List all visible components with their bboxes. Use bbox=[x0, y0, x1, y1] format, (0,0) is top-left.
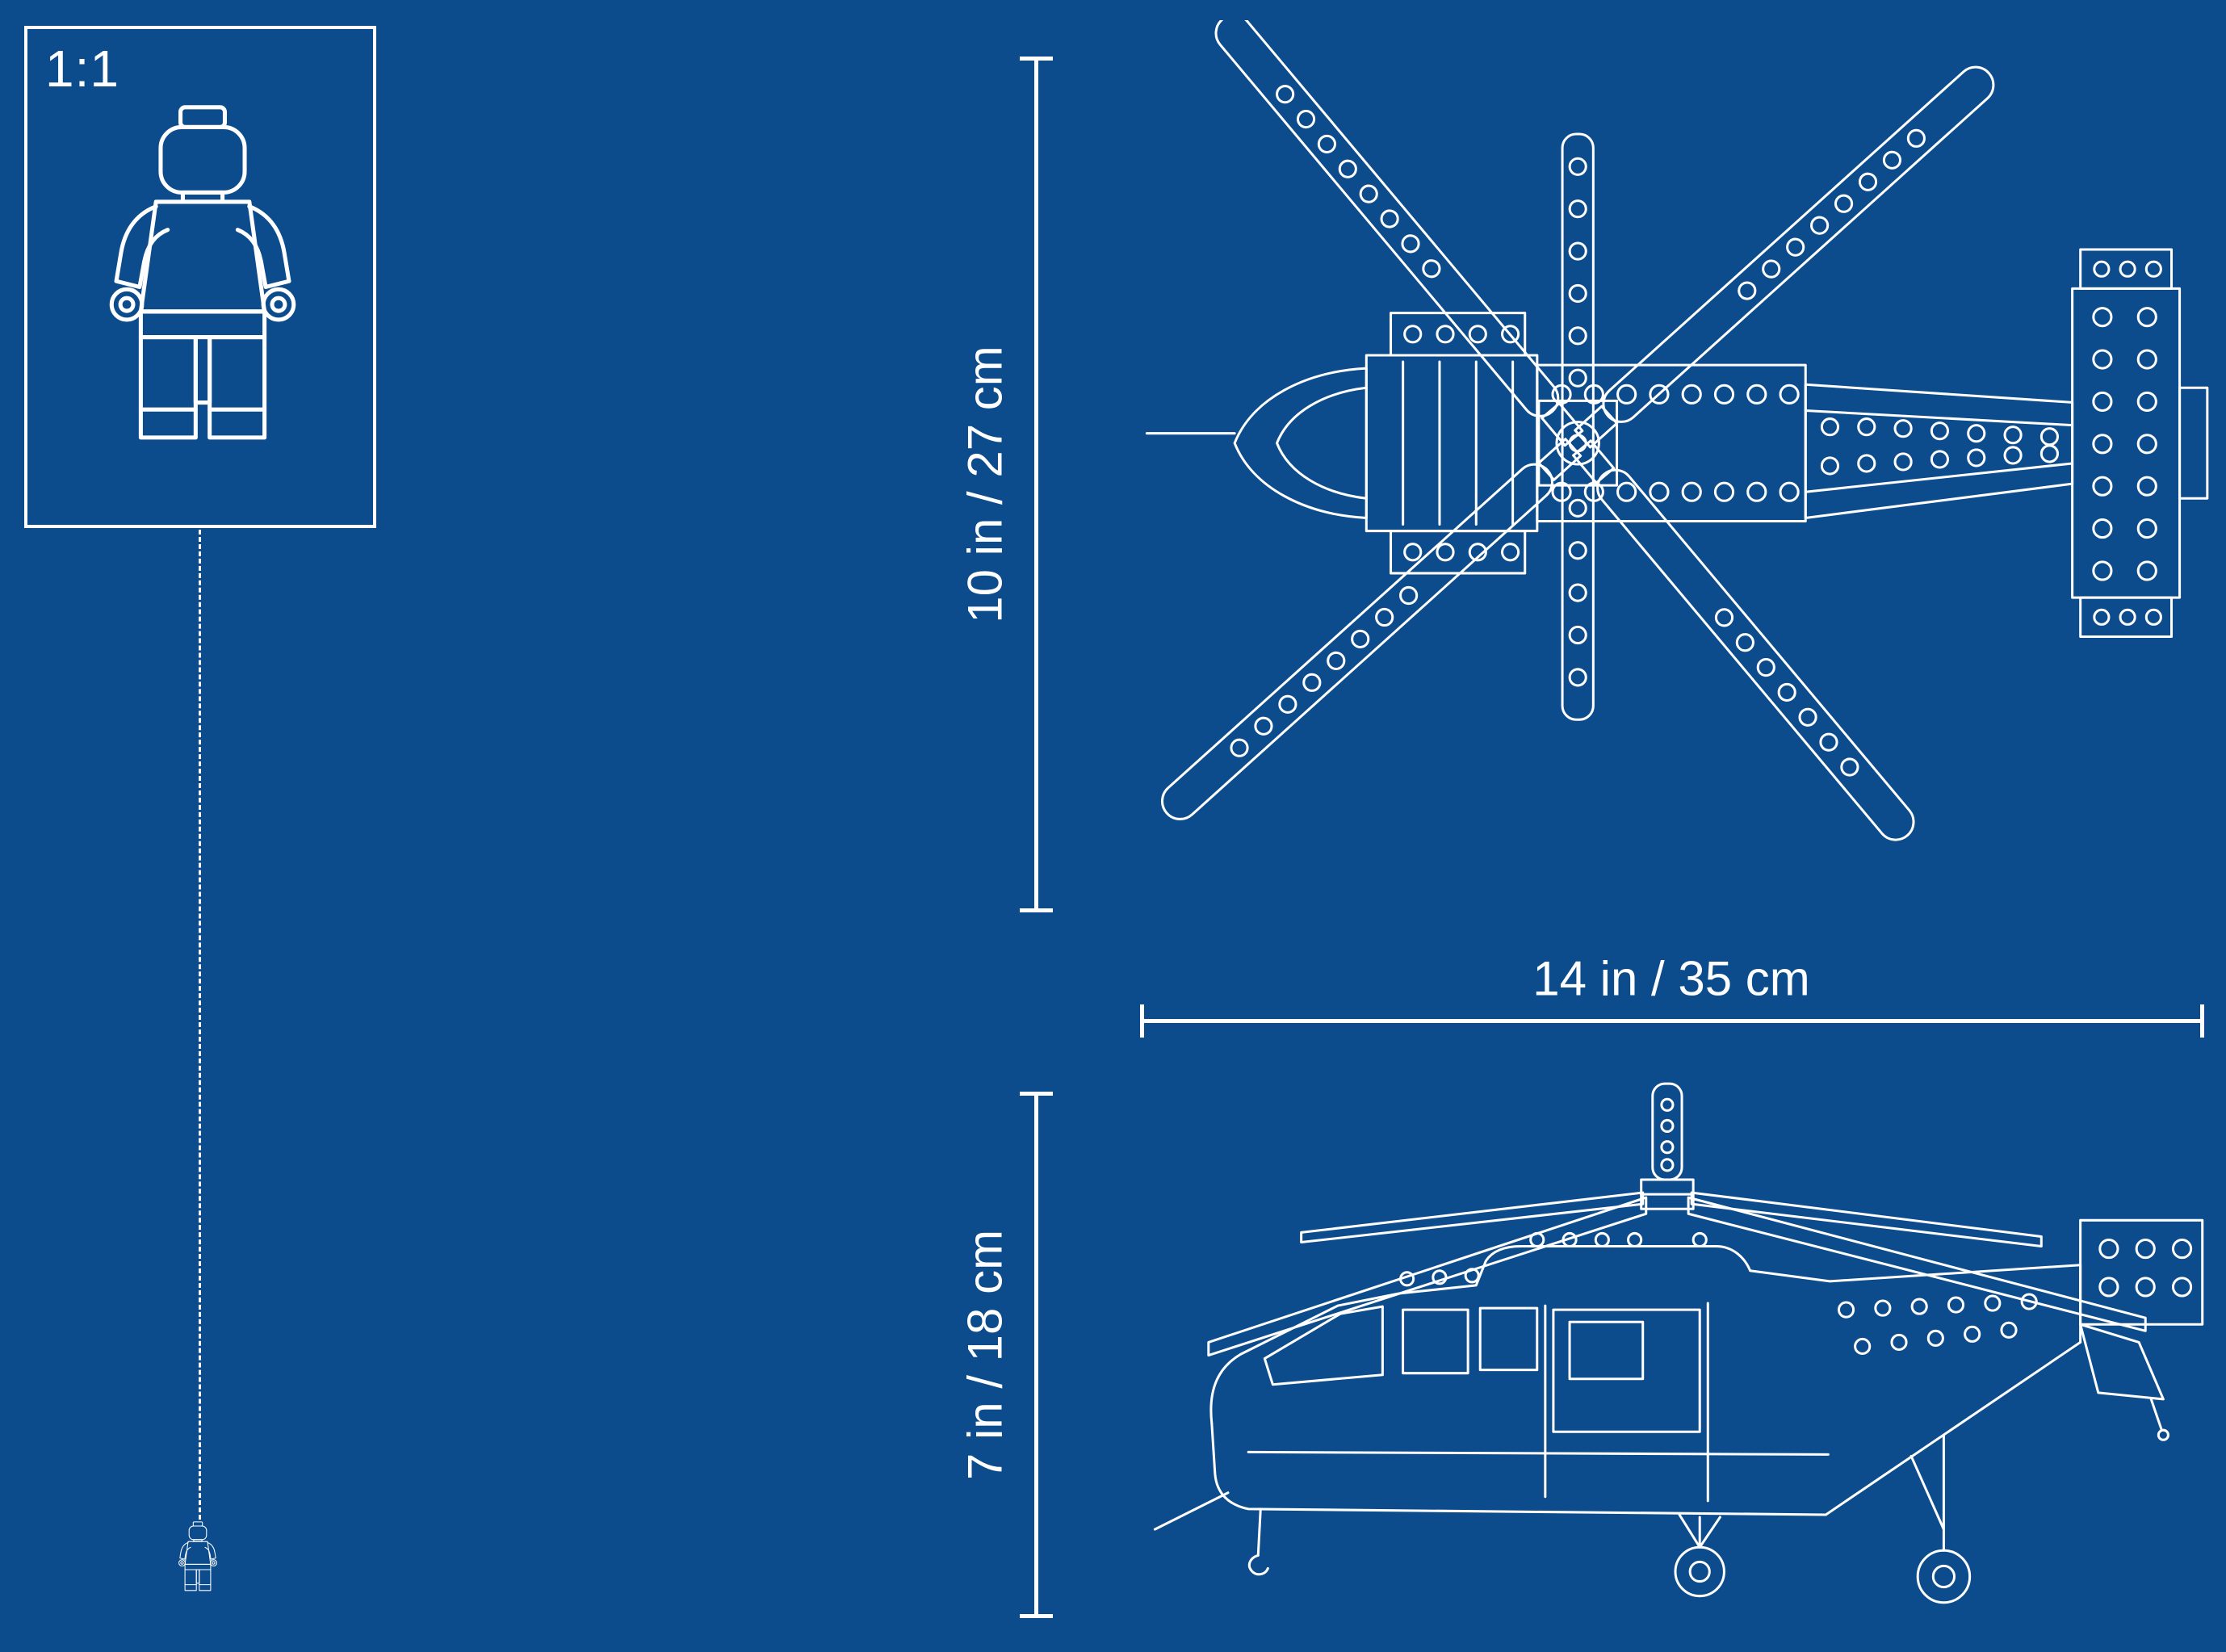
scale-box: 1:1 bbox=[24, 26, 376, 528]
minifigure-small-icon bbox=[171, 1521, 224, 1601]
dimension-label-side-height: 7 in / 18 cm bbox=[958, 1229, 1012, 1481]
scale-connector-dashed-line bbox=[199, 530, 201, 1520]
dimension-label-width: 14 in / 35 cm bbox=[1532, 951, 1810, 1006]
helicopter-side-view-drawing bbox=[1130, 1074, 2220, 1631]
dimension-label-top-height: 10 in / 27 cm bbox=[958, 346, 1012, 623]
dimension-line-top-height bbox=[1020, 57, 1053, 912]
helicopter-top-view-drawing bbox=[1122, 20, 2212, 915]
dimension-line-side-height bbox=[1020, 1092, 1053, 1618]
dimension-line-width bbox=[1140, 1004, 2204, 1038]
scale-ratio-label: 1:1 bbox=[45, 40, 119, 98]
minifigure-large-icon bbox=[74, 103, 331, 489]
